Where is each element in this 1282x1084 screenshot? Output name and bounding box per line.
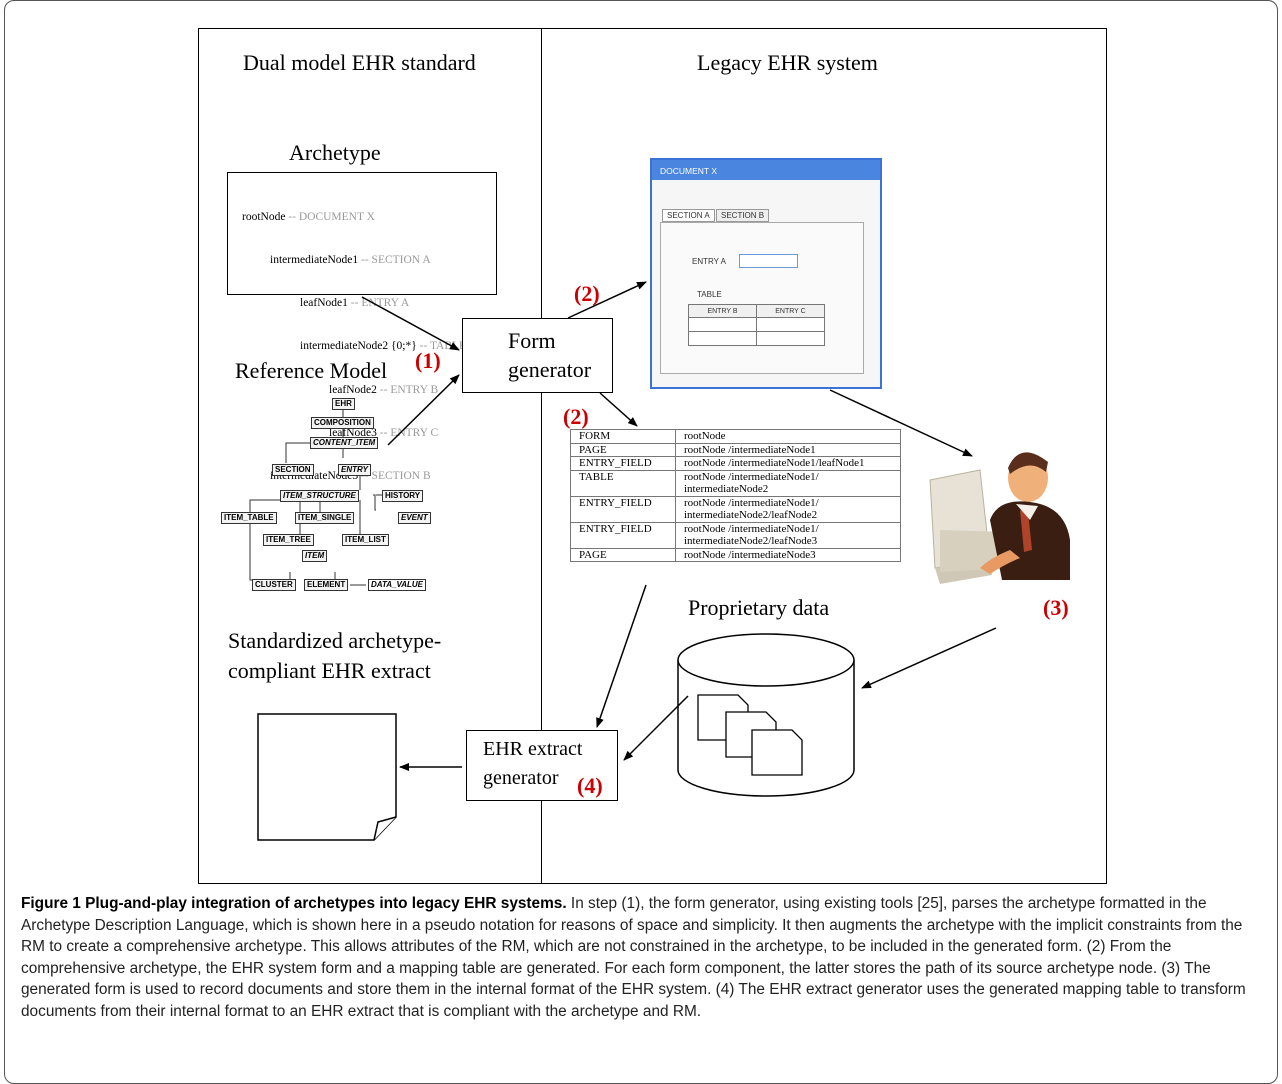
extract-generator-box: EHR extract generator: [466, 730, 618, 801]
right-heading: Legacy EHR system: [697, 50, 878, 75]
rm-event: EVENT: [398, 512, 431, 524]
form-table-label: TABLE: [697, 290, 722, 299]
form-window-titlebar: DOCUMENT X: [652, 160, 880, 180]
archetype-line: intermediateNode1 -- SECTION A: [270, 254, 431, 267]
reference-model-heading: Reference Model: [235, 358, 388, 383]
rm-history: HISTORY: [382, 490, 424, 502]
mapping-component: ENTRY_FIELD: [570, 495, 676, 523]
rm-item-single: ITEM_SINGLE: [295, 512, 355, 524]
extract-generator-label-2: generator: [483, 767, 559, 789]
rm-data-value: DATA_VALUE: [368, 579, 426, 591]
extract-generator-label-1: EHR extract: [483, 738, 583, 760]
user-at-computer-illustration: [929, 452, 1070, 584]
mapping-path: rootNode /intermediateNode1/ intermediat…: [675, 495, 901, 523]
rm-item: ITEM: [302, 550, 328, 562]
form-tab-panel: [660, 222, 864, 374]
mapping-component: ENTRY_FIELD: [570, 456, 676, 471]
mapping-path: rootNode /intermediateNode1: [675, 442, 901, 457]
proprietary-database: [677, 633, 855, 797]
mapping-component: PAGE: [570, 442, 676, 457]
rm-item-table: ITEM_TABLE: [221, 512, 277, 524]
rm-item-list: ITEM_LIST: [342, 534, 389, 546]
center-divider: [541, 28, 542, 884]
form-generator-label-2: generator: [508, 357, 592, 382]
step-1-label: (1): [415, 348, 441, 373]
form-tab-section-a: SECTION A: [662, 209, 715, 222]
ehr-extract-document: [257, 713, 397, 841]
rm-composition: COMPOSITION: [311, 417, 374, 429]
rm-ehr: EHR: [332, 398, 355, 410]
archetype-box: rootNode -- DOCUMENT X intermediateNode1…: [227, 172, 497, 482]
archetype-heading: Archetype: [289, 140, 381, 165]
rm-cluster: CLUSTER: [252, 579, 296, 591]
mapping-path: rootNode /intermediateNode3: [675, 547, 901, 562]
figure-caption: Figure 1 Plug-and-play integration of ar…: [21, 893, 1266, 1023]
step-2-label-form: (2): [574, 281, 600, 306]
rm-entry: ENTRY: [338, 464, 371, 476]
ehr-form-window: DOCUMENT X SECTION A SECTION B ENTRY A T…: [650, 158, 882, 389]
proprietary-heading: Proprietary data: [688, 595, 830, 620]
form-entry-a-field: [739, 254, 798, 268]
rm-content-item: CONTENT_ITEM: [310, 437, 379, 449]
mapping-path: rootNode /intermediateNode1/ intermediat…: [675, 521, 901, 549]
mapping-path: rootNode /intermediateNode1/leafNode1: [675, 456, 901, 471]
rm-section: SECTION: [272, 464, 314, 476]
reference-model-diagram: EHR COMPOSITION CONTENT_ITEM SECTION ENT…: [190, 390, 450, 595]
step-2-label-table: (2): [563, 404, 589, 429]
step-4-label: (4): [577, 773, 603, 798]
mapping-component: PAGE: [570, 547, 676, 562]
step-3-label: (3): [1043, 595, 1069, 620]
form-table-header: ENTRY C: [756, 304, 825, 318]
rm-item-structure: ITEM_STRUCTURE: [280, 490, 359, 502]
standardized-heading-1: Standardized archetype-: [228, 628, 442, 653]
mapping-path: rootNode: [675, 429, 901, 444]
form-entry-a-label: ENTRY A: [692, 257, 726, 266]
form-generator-box: Form generator: [462, 318, 613, 393]
diagram-frame: [198, 28, 1107, 884]
archetype-line: rootNode -- DOCUMENT X: [242, 210, 375, 223]
mapping-component: FORM: [570, 429, 676, 444]
caption-text: In step (1), the form generator, using e…: [21, 895, 1246, 1020]
form-table-header: ENTRY B: [688, 304, 757, 318]
mapping-component: ENTRY_FIELD: [570, 521, 676, 549]
archetype-line: leafNode1 -- ENTRY A: [300, 297, 410, 310]
mapping-component: TABLE: [570, 469, 676, 497]
standardized-heading-2: compliant EHR extract: [228, 658, 431, 683]
rm-item-tree: ITEM_TREE: [263, 534, 314, 546]
archetype-line: intermediateNode3 -- SECTION B: [270, 470, 431, 483]
form-generator-label-1: Form: [508, 328, 556, 353]
left-heading: Dual model EHR standard: [243, 50, 476, 75]
rm-element: ELEMENT: [304, 579, 349, 591]
caption-title: Figure 1 Plug-and-play integration of ar…: [21, 895, 567, 912]
form-tab-section-b: SECTION B: [716, 209, 770, 222]
mapping-path: rootNode /intermediateNode1/ intermediat…: [675, 469, 901, 497]
